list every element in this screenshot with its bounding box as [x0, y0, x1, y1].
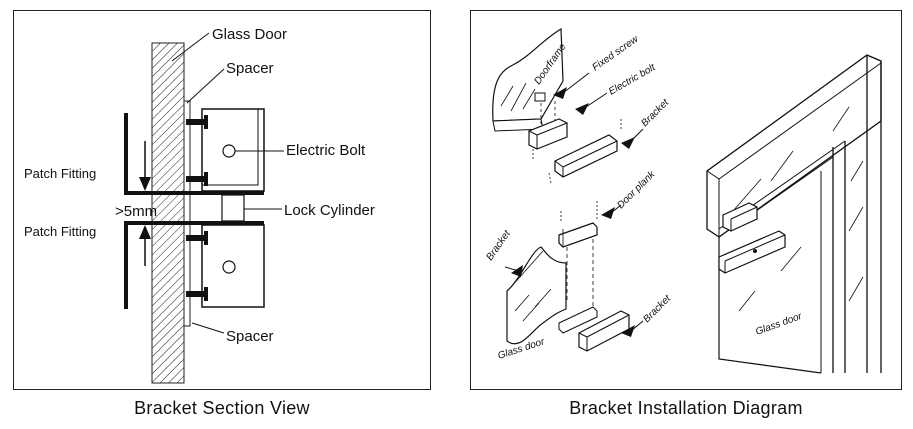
label-spacer-top: Spacer	[226, 60, 274, 77]
installation-diagram-panel: Doorframe Fixed screw Electric bolt Brac…	[470, 10, 902, 390]
doorframe-piece	[492, 27, 564, 122]
lock-cylinder	[221, 194, 245, 222]
section-view-drawing: Glass Door Spacer Electric Bolt Patch Fi…	[24, 26, 375, 384]
label-gap: >5mm	[115, 203, 157, 220]
label-spacer-bottom: Spacer	[226, 328, 274, 345]
patch-fitting-bottom	[124, 221, 264, 309]
label-glass-door: Glass Door	[212, 26, 287, 43]
glass-door-piece	[506, 246, 567, 345]
label-electric-bolt-diagram: Electric bolt	[607, 62, 658, 98]
caption-section-view: Bracket Section View	[134, 398, 310, 418]
label-bracket-top: Bracket	[639, 97, 672, 130]
spacer-strip	[183, 100, 191, 327]
label-fixed-screw: Fixed screw	[590, 33, 641, 73]
caption-installation-diagram: Bracket Installation Diagram	[569, 398, 803, 418]
glass-door-section	[151, 42, 185, 384]
label-door-plank: Door plank	[615, 168, 658, 211]
patch-fitting-top	[124, 113, 264, 195]
door-plank-piece	[558, 222, 598, 248]
label-lock-cylinder: Lock Cylinder	[284, 202, 375, 219]
label-patch-fitting-bottom: Patch Fitting	[24, 224, 96, 239]
installation-diagram-drawing: Doorframe Fixed screw Electric bolt Brac…	[484, 27, 882, 374]
label-electric-bolt: Electric Bolt	[286, 142, 366, 159]
label-glass-door-right: Glass door	[754, 311, 804, 338]
label-bracket-bottom: Bracket	[641, 293, 674, 326]
section-view-panel: Glass Door Spacer Electric Bolt Patch Fi…	[13, 10, 431, 390]
label-patch-fitting-top: Patch Fitting	[24, 166, 96, 181]
bracket-assembled	[718, 230, 786, 274]
label-bracket-left: Bracket	[484, 228, 513, 263]
glass-door-assembled	[718, 237, 822, 374]
